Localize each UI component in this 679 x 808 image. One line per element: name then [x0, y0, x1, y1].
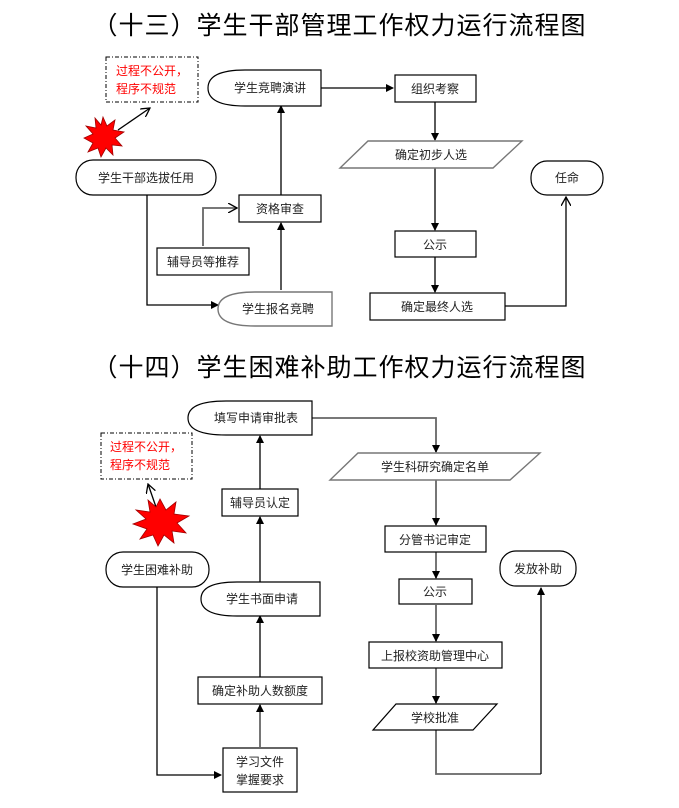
node-written	[200, 581, 321, 617]
connector-approve-to-issue-a	[435, 730, 541, 775]
node-secretary	[384, 525, 487, 553]
node-speech-label: 学生竞聘演讲	[234, 80, 306, 95]
node-report	[368, 641, 503, 669]
node-prelim-label: 确定初步人选	[395, 147, 467, 162]
node-start-label: 学生困难补助	[121, 562, 193, 577]
node-appoint	[530, 160, 604, 196]
node-form-label: 填写申请审批表	[214, 410, 298, 425]
node-qualify-label: 资格审查	[256, 201, 304, 216]
node-written-label: 学生书面申请	[226, 591, 298, 606]
explosion-burst-icon	[83, 115, 126, 158]
node-publicize-label: 公示	[423, 585, 447, 599]
node-inspect-label: 组织考察	[411, 82, 459, 96]
warning-box	[105, 56, 199, 103]
node-start	[105, 551, 210, 588]
node-quota	[197, 676, 323, 705]
connector-start-to-signup	[146, 194, 219, 309]
node-report-label: 上报校资助管理中心	[381, 648, 489, 663]
node-publicize	[394, 230, 477, 258]
explosion-burst-icon	[131, 498, 191, 547]
warning-text-line1: 过程不公开，	[116, 63, 188, 78]
node-publicize	[398, 578, 473, 605]
node-list	[328, 452, 542, 481]
flowchart-13-title: （十三）学生干部管理工作权力运行流程图	[92, 11, 587, 40]
node-signup-label: 学生报名竞聘	[242, 301, 314, 316]
flowchart-14-title: （十四）学生困难补助工作权力运行流程图	[92, 353, 587, 382]
node-final	[369, 292, 506, 321]
warning-text-line2: 程序不规范	[110, 457, 170, 472]
node-approve	[371, 703, 499, 731]
warning-text-line2: 程序不规范	[116, 81, 176, 96]
node-counselor	[221, 488, 299, 517]
node-speech	[207, 69, 322, 107]
connector-recommend-to-qualify	[202, 208, 237, 246]
connector-start-to-study	[156, 586, 222, 779]
node-issue-label: 发放补助	[514, 561, 562, 576]
node-secretary-label: 分管书记审定	[399, 532, 471, 547]
node-study	[222, 747, 298, 793]
node-issue	[499, 550, 577, 587]
node-list-label: 学生科研究确定名单	[381, 459, 489, 474]
node-approve-label: 学校批准	[411, 710, 459, 725]
node-signup	[217, 291, 333, 327]
warning-box	[100, 432, 193, 480]
flowchart-14: 过程不公开， 程序不规范 填写申请审批表 学生科研究确定名单 辅导员认定 分管书…	[100, 400, 577, 793]
connector-warning-arrow	[148, 484, 157, 508]
node-final-label: 确定最终人选	[401, 299, 473, 314]
node-recommend	[156, 247, 250, 276]
node-prelim	[338, 140, 524, 169]
node-counselor-label: 辅导员认定	[230, 495, 290, 510]
node-start	[75, 159, 217, 196]
node-qualify	[238, 194, 322, 223]
node-form	[187, 400, 313, 436]
connector-form-to-list	[312, 417, 440, 453]
node-appoint-label: 任命	[555, 170, 579, 185]
node-start-label: 学生干部选拔任用	[98, 170, 194, 185]
node-publicize-label: 公示	[423, 238, 447, 252]
warning-text-line1: 过程不公开，	[110, 439, 182, 454]
connector-warning-arrow	[117, 108, 150, 131]
node-recommend-label: 辅导员等推荐	[167, 255, 239, 269]
node-inspect	[394, 74, 477, 103]
connector-final-to-appoint	[505, 197, 566, 307]
node-study-label-line1: 学习文件	[236, 754, 284, 769]
node-study-label-line2: 掌握要求	[236, 772, 284, 787]
node-quota-label: 确定补助人数额度	[212, 683, 308, 698]
flowchart-13: 过程不公开， 程序不规范 学生干部选拔任用 学生竞聘演讲 组织考察 确定初步人选…	[75, 56, 604, 327]
